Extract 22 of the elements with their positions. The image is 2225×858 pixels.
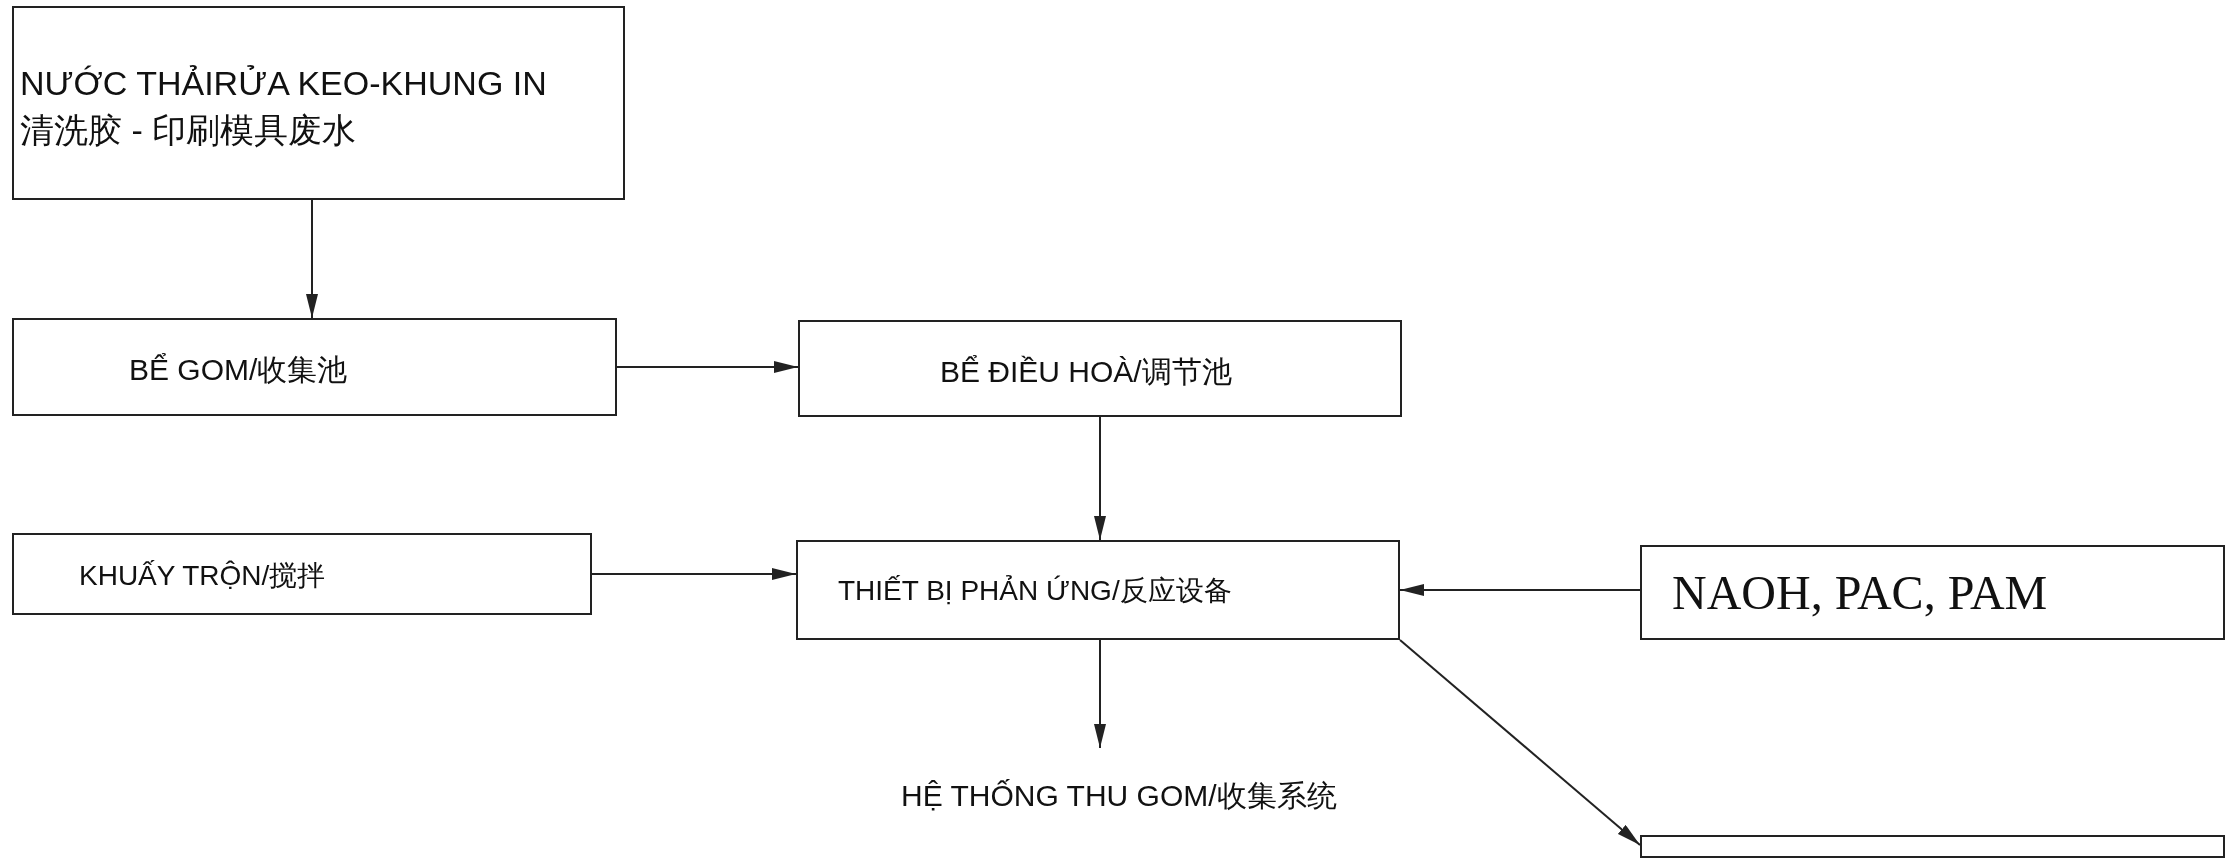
- box-label: BỂ GOM/收集池: [129, 352, 348, 388]
- arrow: [1399, 639, 1641, 846]
- process-box: [798, 320, 1402, 417]
- arrow: [1399, 584, 1641, 596]
- process-box: [12, 533, 592, 615]
- process-box: [796, 540, 1400, 640]
- arrow: [616, 361, 799, 373]
- empty-box: [1640, 835, 2225, 858]
- process-box: [12, 6, 625, 200]
- process-box: [1640, 545, 2225, 640]
- node-label: HỆ THỐNG THU GOM/收集系统: [901, 778, 1337, 814]
- box-label: NAOH, PAC, PAM: [1672, 565, 2048, 620]
- box-label: THIẾT BỊ PHẢN ỨNG/反应设备: [838, 574, 1232, 608]
- box-label: KHUẤY TRỘN/搅拌: [79, 559, 326, 593]
- box-label: 清洗胶 - 印刷模具废水: [20, 110, 357, 151]
- process-box: [12, 318, 617, 416]
- arrow: [306, 199, 318, 319]
- box-label: NƯỚC THẢIRỬA KEO-KHUNG IN: [20, 64, 547, 103]
- arrow: [1094, 416, 1106, 541]
- arrow: [1094, 639, 1106, 749]
- box-label: BỂ ĐIỀU HOÀ/调节池: [940, 354, 1232, 390]
- arrow: [591, 568, 797, 580]
